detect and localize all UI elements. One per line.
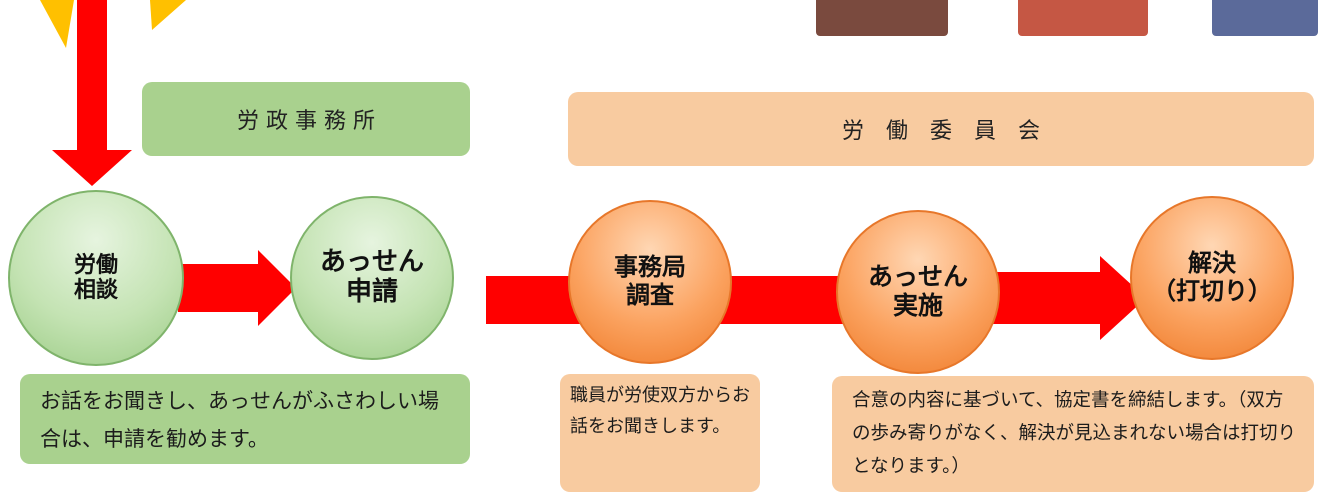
right-arrow-2 <box>990 256 1146 340</box>
down-arrow <box>52 0 132 186</box>
resolution-circle: 解決 （打切り） <box>1130 196 1294 360</box>
labor-committee-text: 労 働 委 員 会 <box>841 119 1040 144</box>
implementation-description: 合意の内容に基づいて、協定書を締結します。（双方の歩み寄りがなく、解決が見込まれ… <box>832 376 1314 492</box>
implementation-description-text: 合意の内容に基づいて、協定書を締結します。（双方の歩み寄りがなく、解決が見込まれ… <box>852 390 1297 477</box>
person-illustration-2 <box>1018 0 1148 36</box>
rosei-office-text: 労 政 事 務 所 <box>237 109 375 134</box>
resolution-text: 解決 （打切り） <box>1152 249 1272 305</box>
secretariat-investigation-circle: 事務局 調査 <box>568 200 732 364</box>
labor-consultation-circle: 労働 相談 <box>8 190 184 366</box>
person-illustration-3 <box>1212 0 1318 36</box>
investigation-description-text: 職員が労使双方からお話をお聞きします。 <box>570 385 750 437</box>
person-illustration-1 <box>816 0 948 36</box>
mediation-implementation-text: あっせん 実施 <box>867 262 968 320</box>
secretariat-investigation-text: 事務局 調査 <box>614 253 686 309</box>
labor-committee-label: 労 働 委 員 会 <box>568 92 1314 166</box>
investigation-description: 職員が労使双方からお話をお聞きします。 <box>560 374 760 492</box>
mediation-application-text: あっせん 申請 <box>319 247 424 307</box>
right-arrow-1 <box>178 250 296 326</box>
consultation-description-text: お話をお聞きし、あっせんがふさわしい場合は、申請を勧めます。 <box>40 389 439 451</box>
mediation-implementation-circle: あっせん 実施 <box>836 210 1000 374</box>
mediation-application-circle: あっせん 申請 <box>290 196 454 360</box>
rosei-office-label: 労 政 事 務 所 <box>142 82 470 156</box>
consultation-description: お話をお聞きし、あっせんがふさわしい場合は、申請を勧めます。 <box>20 374 470 464</box>
labor-consultation-text: 労働 相談 <box>73 252 118 303</box>
yellow-burst-decoration <box>40 0 186 48</box>
